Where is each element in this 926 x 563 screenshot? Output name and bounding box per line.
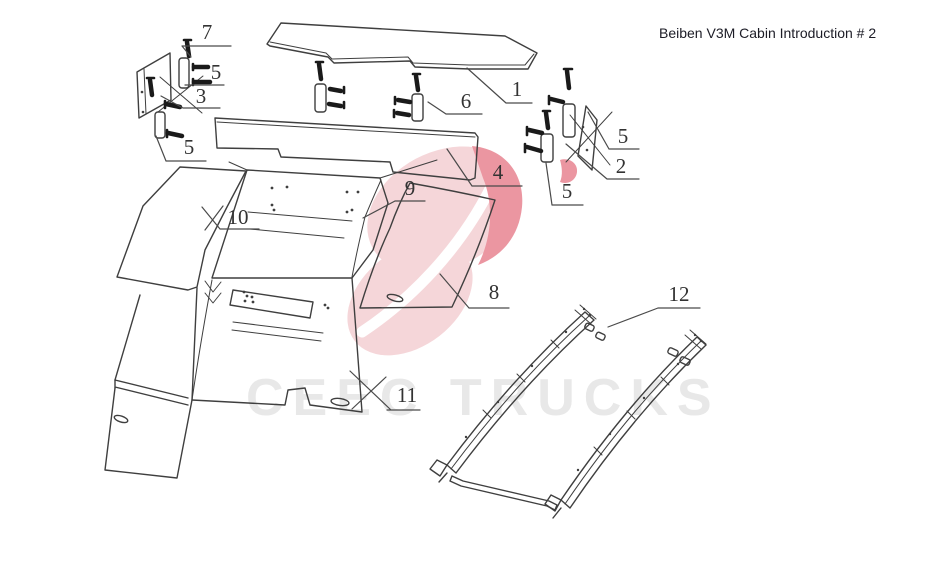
- part-label-5b: 5: [184, 135, 195, 159]
- part-4-panel: [214, 117, 479, 181]
- part-3-bracket-group: [136, 38, 213, 139]
- mounting-rails: [429, 304, 707, 519]
- part-label-11: 11: [397, 383, 417, 407]
- part-label-6: 6: [461, 89, 472, 113]
- part-label-5d: 5: [562, 179, 573, 203]
- floor-assembly: [104, 159, 438, 479]
- page-title: Beiben V3M Cabin Introduction # 2: [659, 25, 877, 41]
- part-8-panel: [359, 182, 496, 309]
- part-12-clips: [584, 322, 691, 366]
- part-label-12: 12: [669, 282, 690, 306]
- part-2-bracket-group: [523, 67, 613, 171]
- bolt-holes: [242, 185, 360, 310]
- part-6-bolt-assemblies: [314, 60, 424, 122]
- part-label-4: 4: [493, 160, 504, 184]
- part-label-3: 3: [196, 84, 207, 108]
- part-label-1: 1: [512, 77, 523, 101]
- part-label-10: 10: [228, 205, 249, 229]
- part-label-9: 9: [405, 176, 416, 200]
- part-11-floor: [191, 277, 363, 413]
- part-1-top-panel: [266, 22, 538, 70]
- leader-lines: [155, 45, 701, 411]
- part-label-5c: 5: [618, 124, 629, 148]
- part-label-5a: 5: [211, 60, 222, 84]
- part-10-panel: [116, 166, 247, 291]
- watermark-logo: [347, 146, 578, 356]
- part-label-2: 2: [616, 154, 627, 178]
- part-label-7: 7: [202, 20, 213, 44]
- part-label-8: 8: [489, 280, 500, 304]
